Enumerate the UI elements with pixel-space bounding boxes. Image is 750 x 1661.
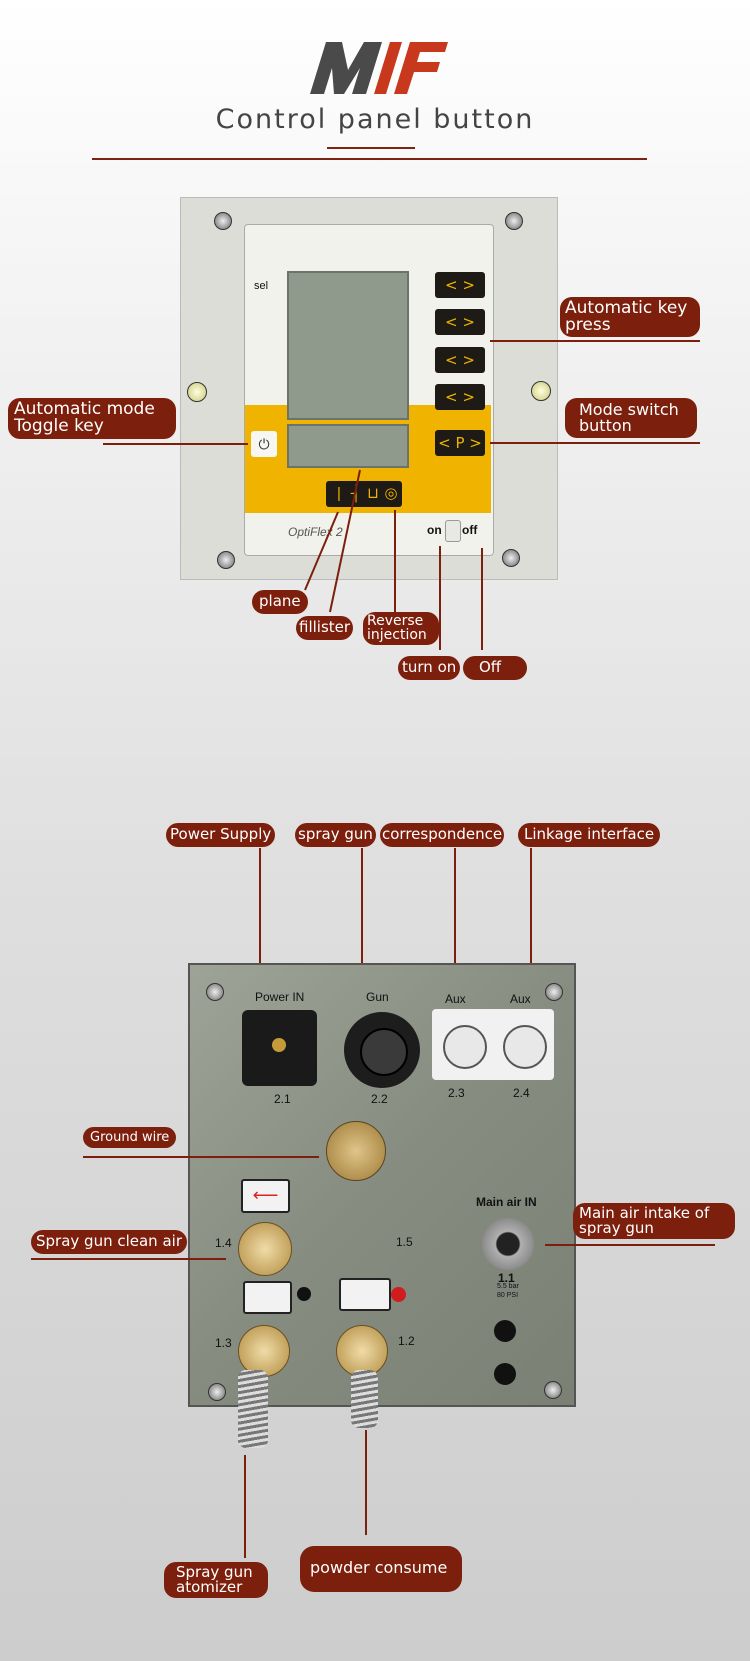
channel-mode-button[interactable]: ⊔ [367, 485, 379, 502]
panel-callout-lines [304, 469, 483, 650]
atomizer-hose-spring [238, 1370, 268, 1448]
port-1-4-label: 1.4 [215, 1236, 232, 1250]
port-1-5-label: 1.5 [396, 1235, 413, 1249]
plane-label: plane [252, 590, 308, 614]
aux-1-connector[interactable] [443, 1025, 487, 1069]
plug-hole-icon [494, 1363, 516, 1385]
powder-hose-spring [351, 1370, 378, 1428]
auto-key-3-button[interactable]: < > [435, 347, 485, 373]
powder-indicator-icon [391, 1287, 406, 1302]
reverse-injection-button[interactable]: ◎ [384, 485, 398, 502]
screw-icon [505, 212, 523, 230]
pressure-bar-label: 5.5 bar [497, 1283, 519, 1290]
title-underline [327, 147, 415, 149]
callout-line [103, 443, 248, 445]
screw-icon [217, 551, 235, 569]
clean-air-symbol-icon: ⟵ [241, 1179, 290, 1213]
header-divider [92, 158, 647, 160]
port-2-2-label: 2.2 [371, 1092, 388, 1106]
plug-hole-icon [494, 1320, 516, 1342]
power-icon: ⏻ [258, 436, 270, 452]
port-2-4-label: 2.4 [513, 1086, 530, 1100]
screw-icon [544, 1381, 562, 1399]
power-in-connector[interactable] [242, 1010, 317, 1086]
clean-air-fitting[interactable] [238, 1222, 292, 1276]
correspondence-label: correspondence [380, 823, 505, 847]
atomizer-indicator-icon [297, 1287, 311, 1301]
power-supply-label: Power Supply [166, 823, 276, 847]
indicator-light-icon [187, 382, 207, 402]
connector-pin-icon [272, 1038, 286, 1052]
atomizer-symbol-icon [243, 1281, 292, 1314]
aux-1-label: Aux [445, 992, 466, 1006]
screw-icon [502, 549, 520, 567]
main-display [287, 271, 409, 420]
indicator-light-icon [531, 381, 551, 401]
mode-switch-button[interactable]: < P > [435, 430, 485, 456]
port-1-1-label: 1.1 [498, 1271, 515, 1285]
screw-icon [214, 212, 232, 230]
gun-label: Gun [366, 990, 389, 1004]
powder-symbol-icon [339, 1278, 391, 1311]
mif-logo [310, 42, 448, 94]
off-switch-label: Off [463, 656, 527, 680]
screw-icon [208, 1383, 226, 1401]
spray-gun-clean-air-label: Spray gun clean air [31, 1230, 187, 1254]
port-2-3-label: 2.3 [448, 1086, 465, 1100]
page-title: Control panel button [215, 104, 535, 135]
secondary-display [287, 424, 409, 468]
plane-mode-button[interactable]: | [337, 485, 341, 502]
main-air-fitting[interactable] [482, 1218, 534, 1270]
spray-gun-label: spray gun [295, 823, 376, 847]
aux-2-label: Aux [510, 992, 531, 1006]
auto-mode-toggle-button[interactable]: ⏻ [251, 431, 277, 457]
callout-line [83, 1156, 319, 1158]
gun-connector[interactable] [344, 1012, 420, 1088]
power-rocker-switch[interactable] [445, 520, 461, 542]
pressure-psi-label: 80 PSI [497, 1292, 519, 1299]
on-label: on [427, 523, 442, 537]
off-label: off [462, 523, 478, 537]
arrow-left-icon: ⟵ [252, 1185, 279, 1205]
callout-line [490, 340, 700, 342]
linkage-interface-label: Linkage interface [518, 823, 661, 847]
main-air-in-label: Main air IN [476, 1195, 537, 1209]
aux-2-connector[interactable] [503, 1025, 547, 1069]
ground-terminal[interactable] [326, 1121, 386, 1181]
port-1-3-label: 1.3 [215, 1336, 232, 1350]
callout-line [31, 1258, 226, 1260]
mode-keys-group: | ┤ ⊔ ◎ [326, 481, 402, 507]
power-in-label: Power IN [255, 990, 305, 1004]
port-2-1-label: 2.1 [274, 1092, 291, 1106]
auto-key-1-button[interactable]: < > [435, 272, 485, 298]
auto-key-2-button[interactable]: < > [435, 309, 485, 335]
fillister-label: fillister [296, 616, 354, 640]
sel-label: sel [254, 280, 269, 292]
screw-icon [545, 983, 563, 1001]
callout-line [490, 442, 700, 444]
port-1-2-label: 1.2 [398, 1334, 415, 1348]
turn-on-label: turn on [398, 656, 461, 680]
powder-fitting[interactable] [336, 1325, 388, 1377]
callout-line [545, 1244, 715, 1246]
auto-key-4-button[interactable]: < > [435, 384, 485, 410]
ground-wire-label: Ground wire [83, 1127, 177, 1148]
socket-icon [360, 1028, 408, 1076]
powder-consume-label: powder consume [300, 1546, 462, 1592]
screw-icon [206, 983, 224, 1001]
